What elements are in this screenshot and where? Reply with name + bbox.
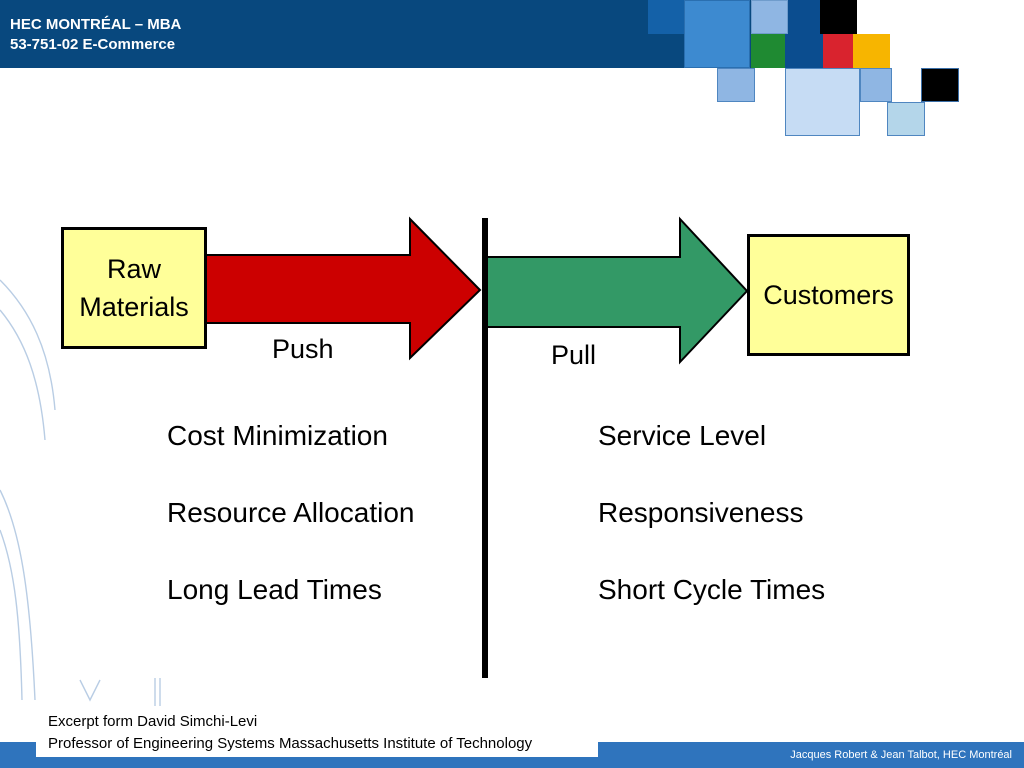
push-item: Cost Minimization: [167, 420, 388, 451]
course-code: 53-751-02 E-Commerce: [10, 36, 176, 53]
pull-label: Pull: [551, 340, 597, 370]
push-label: Push: [272, 334, 334, 364]
credit-line: Professor of Engineering Systems Massach…: [48, 735, 533, 752]
push-arrow: [204, 216, 482, 361]
credit-line: Excerpt form David Simchi-Levi: [48, 713, 258, 730]
author-credit: Jacques Robert & Jean Talbot, HEC Montré…: [790, 749, 1012, 761]
pull-item: Responsiveness: [598, 497, 804, 528]
customers-box: Customers: [747, 234, 910, 356]
push-item: Resource Allocation: [167, 497, 415, 528]
pull-item: Short Cycle Times: [598, 574, 826, 605]
raw-materials-box: Raw Materials: [61, 227, 207, 349]
push-item: Long Lead Times: [167, 574, 382, 605]
credit-box: [36, 711, 598, 757]
course-title: HEC MONTRÉAL – MBA: [10, 16, 182, 33]
pull-arrow: [486, 216, 749, 365]
pull-item: Service Level: [598, 420, 767, 451]
background-swoosh-lines: [0, 279, 161, 706]
